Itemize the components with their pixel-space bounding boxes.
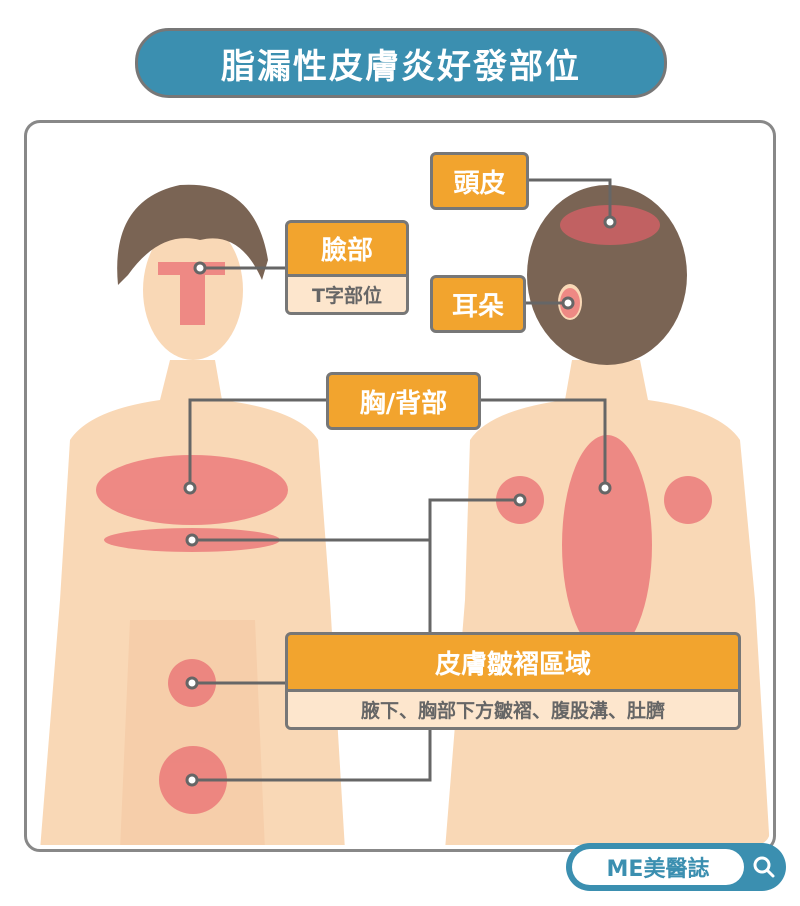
label-face: 臉部 T字部位 bbox=[285, 220, 409, 315]
diagram-frame bbox=[24, 120, 776, 852]
label-scalp-text: 頭皮 bbox=[453, 168, 506, 199]
page-title: 脂漏性皮膚炎好發部位 bbox=[135, 28, 667, 98]
brand-search-badge[interactable]: ME美醫誌 bbox=[566, 843, 786, 891]
affected-areas bbox=[96, 205, 712, 814]
label-ear-text: 耳朵 bbox=[451, 291, 504, 322]
label-face-text: 臉部 bbox=[320, 236, 373, 266]
search-icon[interactable] bbox=[752, 855, 776, 879]
label-skin-folds-sub: 腋下、胸部下方皺褶、腹股溝、肚臍 bbox=[288, 689, 738, 727]
label-skin-folds-text: 皮膚皺褶區域 bbox=[434, 649, 591, 680]
label-chest-back-text: 胸/背部 bbox=[359, 388, 448, 419]
label-ear: 耳朵 bbox=[430, 275, 526, 333]
label-face-sub: T字部位 bbox=[288, 274, 406, 312]
leader-lines bbox=[188, 178, 612, 782]
label-scalp: 頭皮 bbox=[430, 152, 529, 210]
brand-name: ME美醫誌 bbox=[572, 849, 744, 885]
label-skin-folds: 皮膚皺褶區域 腋下、胸部下方皺褶、腹股溝、肚臍 bbox=[285, 632, 741, 730]
label-chest-back: 胸/背部 bbox=[326, 372, 481, 430]
